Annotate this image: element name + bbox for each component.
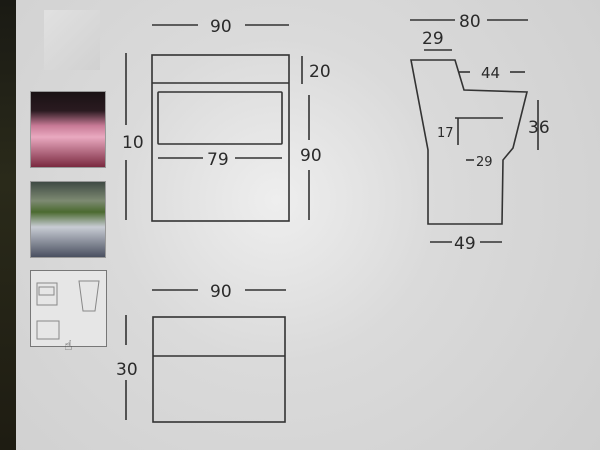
- side-base-width-label: 49: [454, 234, 476, 254]
- front-view-panel: [157, 91, 283, 145]
- front-body-height-label: 90: [300, 146, 322, 166]
- thumbnail-dimension-drawing[interactable]: [30, 270, 107, 347]
- side-view-outline: [410, 59, 529, 225]
- product-page: [16, 0, 600, 450]
- thumbnail-product-render[interactable]: [44, 10, 100, 70]
- hand-cursor-icon: ☝: [64, 338, 73, 354]
- screen-bezel: [0, 0, 16, 450]
- thumbnail-bar-night-photo[interactable]: [30, 91, 106, 168]
- front-view-outline: [151, 54, 290, 222]
- side-right-height-label: 36: [528, 118, 550, 138]
- bottom-width-label: 90: [210, 282, 232, 302]
- bottom-height-label: 30: [116, 360, 138, 380]
- front-top-band-label: 20: [309, 62, 331, 82]
- bottom-view-outline: [152, 316, 286, 423]
- side-lip-label: 29: [422, 29, 444, 49]
- side-shelf-height-label: 17: [437, 126, 454, 141]
- side-top-inner-label: 44: [481, 64, 500, 82]
- thumbnail-drawing-mini: [36, 280, 100, 340]
- thumbnail-bar-garden-photo[interactable]: [30, 181, 106, 258]
- front-height-label: 10: [122, 133, 144, 153]
- front-width-label: 90: [210, 17, 232, 37]
- side-top-width-label: 80: [459, 12, 481, 32]
- side-shelf-depth-label: 29: [476, 155, 493, 170]
- front-inner-width-label: 79: [207, 150, 229, 170]
